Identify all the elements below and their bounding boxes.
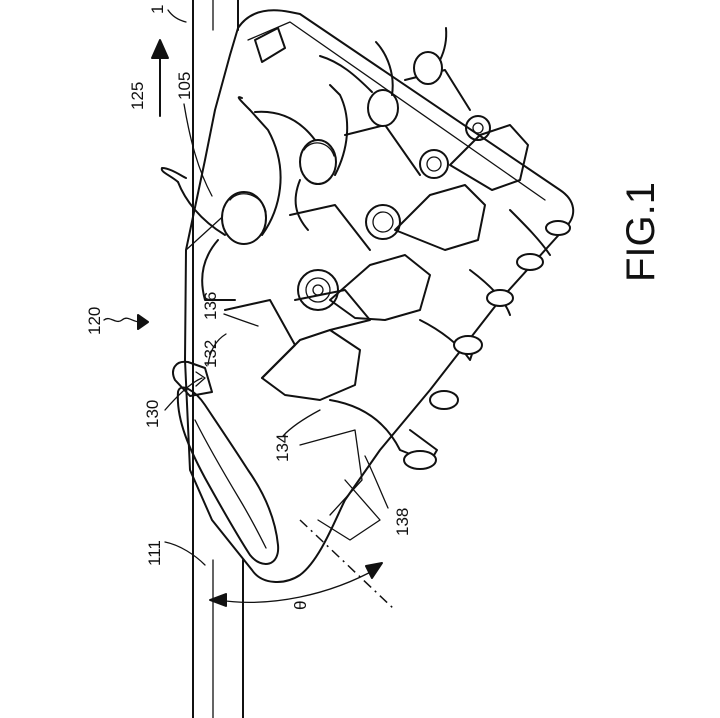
car-body bbox=[172, 9, 575, 583]
label-seat-unit: 130 bbox=[143, 400, 162, 428]
label-top-edge: 1 bbox=[148, 5, 167, 14]
figure-caption: FIG.1 bbox=[619, 182, 663, 282]
label-base: 138 bbox=[393, 508, 412, 536]
riders bbox=[160, 27, 571, 470]
label-restraint: 105 bbox=[175, 72, 194, 100]
seat-rows bbox=[224, 69, 529, 401]
label-pivot: 134 bbox=[273, 434, 292, 462]
leader-lines bbox=[103, 9, 389, 566]
angle-indicator bbox=[209, 519, 396, 611]
label-direction: 125 bbox=[128, 82, 147, 110]
label-angle: θ bbox=[291, 601, 310, 610]
direction-arrow bbox=[151, 39, 169, 117]
label-track: 111 bbox=[145, 540, 164, 566]
label-seat-back: 132 bbox=[201, 340, 220, 368]
label-system: 120 bbox=[85, 307, 104, 335]
track-rail bbox=[192, 0, 244, 718]
label-harness: 136 bbox=[201, 292, 220, 320]
